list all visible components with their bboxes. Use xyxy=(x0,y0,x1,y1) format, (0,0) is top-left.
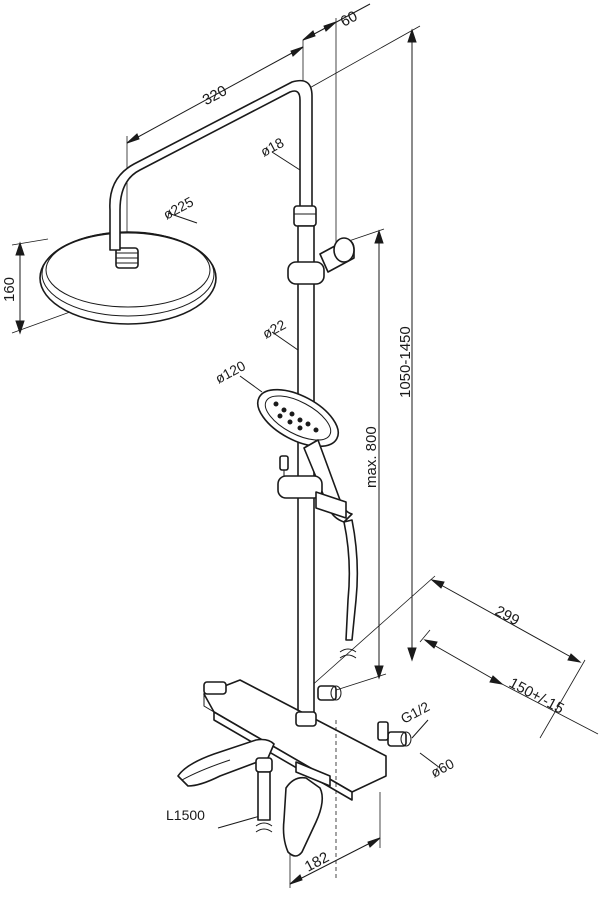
water-break-marks xyxy=(255,822,273,833)
label-head-height: 160 xyxy=(1,277,18,302)
label-slide-range: max. 800 xyxy=(363,426,380,488)
riser-connector xyxy=(295,711,317,727)
label-arm-length: 320 xyxy=(200,82,230,109)
mixer-handle xyxy=(282,761,331,857)
label-pipe-diameter: ø22 xyxy=(260,316,289,342)
label-inlet-spacing: 150+/-15 xyxy=(506,675,567,718)
shower-arm xyxy=(109,79,317,251)
label-depth: 299 xyxy=(492,603,522,630)
slider-holder xyxy=(287,237,355,285)
label-spout-projection: 182 xyxy=(302,849,332,876)
riser-pipe xyxy=(271,225,315,717)
label-inlet-thread: G1/2 xyxy=(398,698,432,726)
hand-shower-bracket xyxy=(277,455,347,519)
label-escutcheon-diameter: ø60 xyxy=(428,755,457,781)
label-head-diameter: ø225 xyxy=(160,193,196,222)
bath-spout xyxy=(177,738,275,821)
shower-hose xyxy=(339,519,359,659)
label-total-height: 1050-1450 xyxy=(397,326,414,398)
overhead-shower-head xyxy=(39,212,217,325)
label-hose-length: L1500 xyxy=(166,807,205,823)
label-arm-offset: 60 xyxy=(338,8,361,31)
label-arm-diameter: ø18 xyxy=(258,134,287,160)
inlet-connectors xyxy=(317,685,412,747)
label-hand-shower-diameter: ø120 xyxy=(212,357,248,386)
